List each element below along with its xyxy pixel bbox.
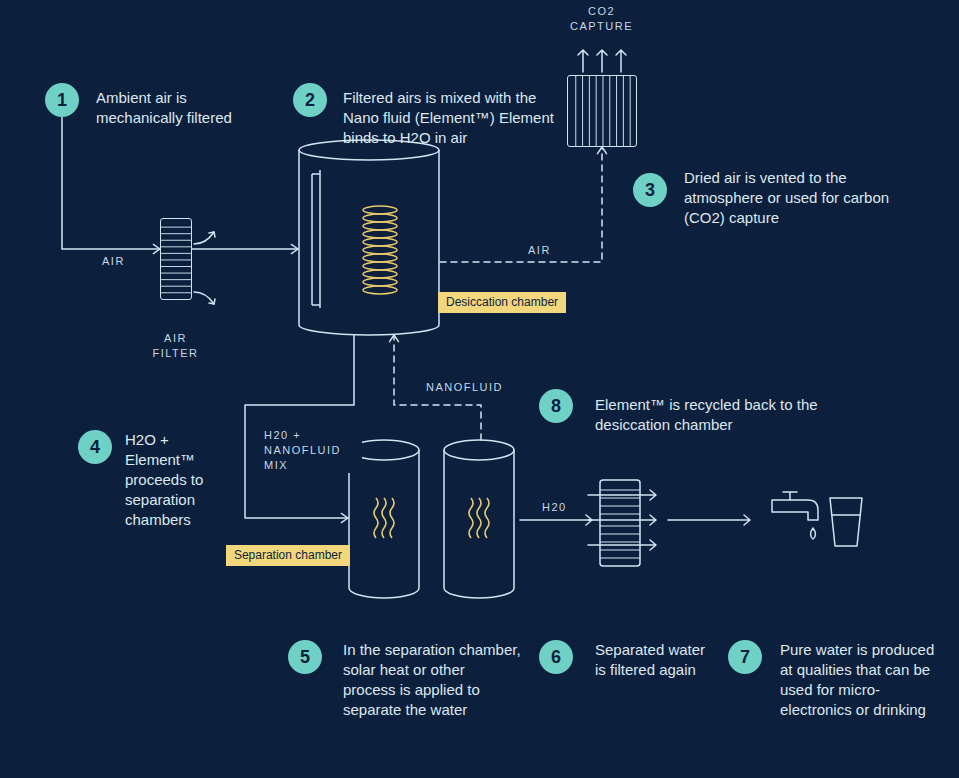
callout-number: 5 [300, 647, 310, 668]
flow-label: NANOFLUID [424, 380, 505, 395]
callout-number: 4 [78, 430, 112, 464]
callout-number: 6 [551, 647, 561, 668]
step-description: Element™ is recycled back to the desicca… [595, 395, 823, 435]
chamber-tag: Desiccation chamber [438, 292, 566, 313]
flow-label: AIR [526, 243, 553, 258]
step-description: Ambient air is mechanically filtered [96, 88, 266, 128]
step-description: Filtered airs is mixed with the Nano flu… [343, 88, 555, 148]
callout-number: 1 [45, 83, 79, 117]
shape-outline [568, 76, 636, 146]
part-heading: AIR FILTER [150, 331, 202, 361]
callout-number: 2 [293, 83, 327, 117]
callout-number: 1 [57, 90, 67, 111]
callout-number: 8 [539, 389, 573, 423]
step-description: In the separation chamber, solar heat or… [343, 640, 521, 720]
callout-number: 7 [728, 640, 762, 674]
callout-number: 8 [551, 396, 561, 417]
flow-label: H20 + NANOFLUID MIX [262, 428, 362, 473]
callout-number: 3 [645, 180, 655, 201]
flow-label: H20 [540, 500, 569, 515]
callout-number: 3 [633, 173, 667, 207]
chamber-tag: Separation chamber [226, 545, 350, 566]
step-description: Separated water is filtered again [595, 640, 707, 680]
step-description: Dried air is vented to the atmosphere or… [684, 168, 924, 228]
flow-arrow [192, 244, 298, 253]
shape-outline [348, 440, 516, 598]
flow-label: AIR [100, 254, 127, 269]
shape-outline [298, 140, 440, 335]
callout-number: 5 [288, 640, 322, 674]
desiccation-chamber: Desiccation chamber [298, 140, 440, 335]
air-filter: AIR FILTER [160, 218, 192, 300]
callout-number: 6 [539, 640, 573, 674]
shape-outline [161, 219, 191, 299]
separation-chambers: Separation chamber [348, 440, 516, 598]
callout-number: 7 [740, 647, 750, 668]
callout-number: 4 [90, 437, 100, 458]
part-heading: CO2 CAPTURE [565, 4, 639, 34]
dashed-flow-arrow [440, 147, 607, 262]
callout-number: 2 [305, 90, 315, 111]
step-description: Pure water is produced at qualities that… [780, 640, 948, 720]
flow-arrow [62, 117, 160, 254]
co2-capture-filter: CO2 CAPTURE [567, 75, 637, 147]
step-description: H2O + Element™ proceeds to separation ch… [125, 430, 235, 530]
